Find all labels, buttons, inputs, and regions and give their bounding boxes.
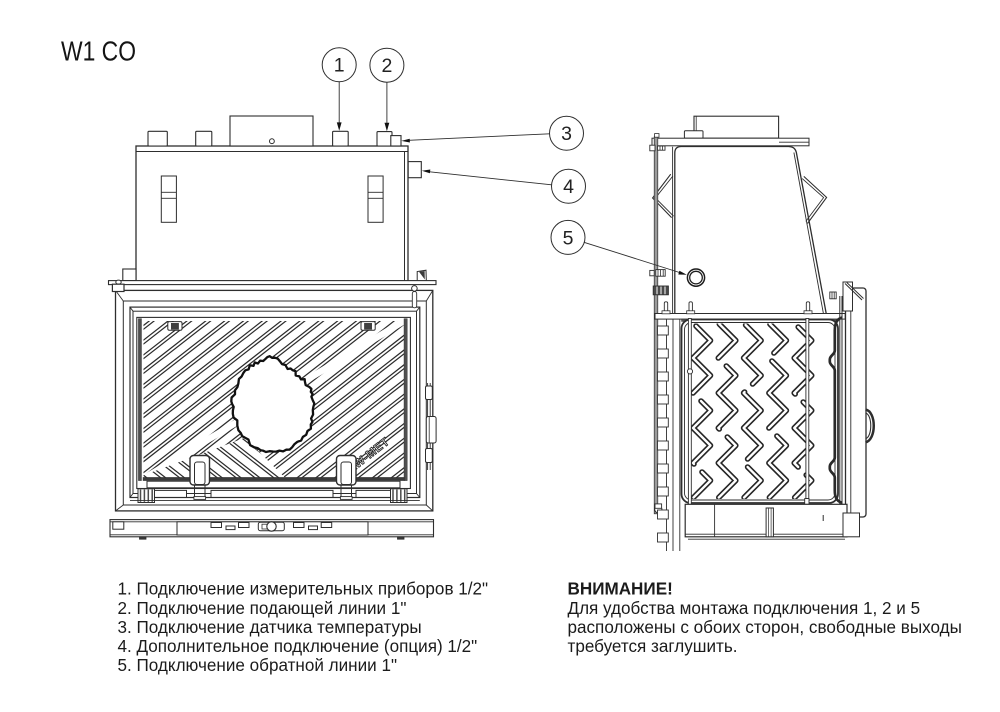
svg-text:требуется заглушить.: требуется заглушить.: [568, 637, 738, 656]
svg-text:Для удобства монтажа подключен: Для удобства монтажа подключения 1, 2 и …: [568, 599, 921, 618]
svg-text:2: 2: [381, 55, 392, 77]
svg-text:1: 1: [334, 55, 345, 77]
svg-text:3: 3: [561, 123, 572, 145]
svg-text:4. Дополнительное подключение: 4. Дополнительное подключение (опция) 1/…: [118, 637, 478, 656]
svg-text:5: 5: [563, 227, 574, 249]
svg-text:2. Подключение подающей линии: 2. Подключение подающей линии 1": [118, 599, 407, 618]
svg-text:расположены с обоих сторон, св: расположены с обоих сторон, свободные вы…: [568, 618, 962, 637]
svg-text:5. Подключение обратной линии: 5. Подключение обратной линии 1": [118, 656, 398, 675]
svg-text:3. Подключение датчика темпера: 3. Подключение датчика температуры: [118, 618, 422, 637]
svg-text:W1 CO: W1 CO: [61, 36, 136, 67]
svg-text:1. Подключение измерительных п: 1. Подключение измерительных приборов 1/…: [118, 579, 489, 598]
svg-text:ВНИМАНИЕ!: ВНИМАНИЕ!: [568, 579, 673, 598]
svg-text:4: 4: [563, 176, 574, 198]
